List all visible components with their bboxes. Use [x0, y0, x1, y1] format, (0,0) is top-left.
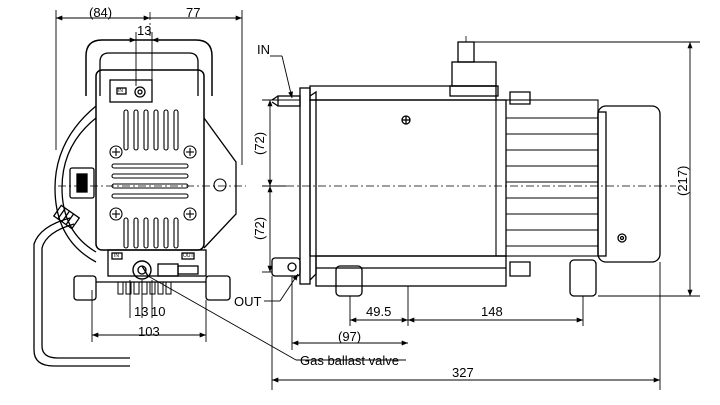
side-view: [271, 36, 676, 297]
dim-valve-a-label: 13: [134, 304, 149, 319]
front-view: [33, 12, 246, 367]
dim-total-length-label: 327: [452, 365, 474, 380]
dim-lower-port-label: (72): [252, 216, 267, 240]
dim-width-left-label: (84): [89, 5, 113, 20]
dim-foot-pitch-label: 148: [481, 304, 503, 319]
front-view-dimensions: [55, 10, 243, 342]
gas-ballast-valve-label: Gas ballast valve: [300, 353, 399, 368]
gas-ballast-leader: [147, 275, 297, 361]
side-view-dimensions: [262, 41, 700, 390]
inlet-plate-text: IN: [118, 88, 123, 94]
outlet-plate-text: OUT: [183, 253, 194, 259]
dim-upper-port-label: (72): [252, 131, 267, 155]
outlet-label: OUT: [234, 294, 262, 309]
ballast-plate-text: IN: [114, 253, 119, 259]
inlet-label: IN: [257, 42, 270, 57]
dim-height-label: (217): [675, 165, 690, 196]
dim-valve-b-label: 10: [151, 304, 166, 319]
dim-port-offset-label: 13: [137, 23, 152, 38]
dim-outlet-label: (97): [338, 329, 362, 344]
dim-foot-offset-label: 49.5: [366, 304, 392, 319]
dim-width-right-label: 77: [186, 5, 201, 20]
dim-foot-span-label: 103: [138, 324, 160, 339]
